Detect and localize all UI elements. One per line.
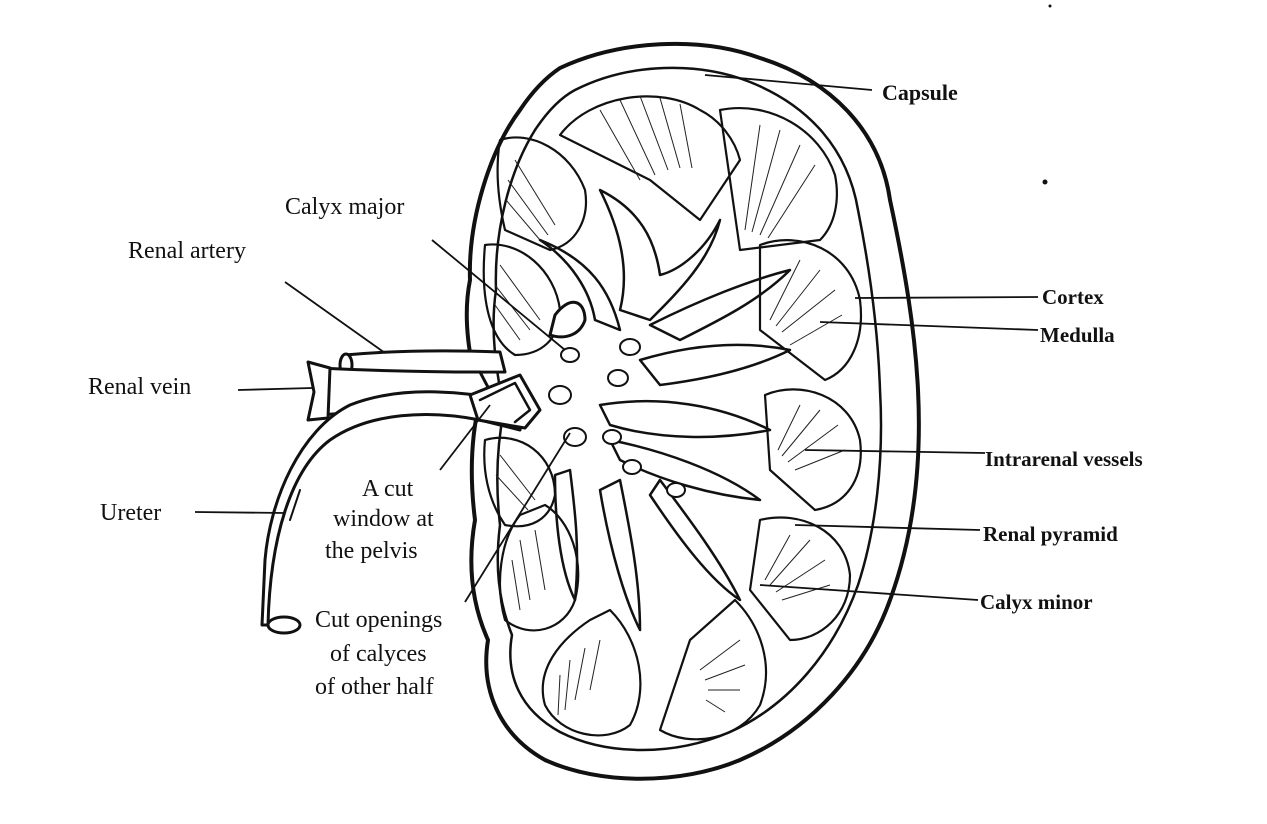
label-cut-openings-line2: of calyces — [330, 641, 427, 667]
label-capsule: Capsule — [882, 80, 958, 105]
renal-artery — [338, 349, 507, 378]
label-cortex: Cortex — [1042, 285, 1104, 309]
label-renal-pyramid: Renal pyramid — [983, 522, 1118, 546]
label-intrarenal-vessels: Intrarenal vessels — [985, 447, 1143, 471]
label-calyx-major: Calyx major — [285, 194, 404, 220]
label-cut-openings-line3: of other half — [315, 674, 434, 700]
scan-dot — [1048, 4, 1052, 8]
calyces — [538, 188, 792, 632]
pelvis-cut-window — [468, 301, 587, 430]
renal-pyramids — [482, 95, 862, 741]
label-ureter: Ureter — [100, 500, 161, 526]
kidney-cortex-outline — [492, 66, 883, 752]
label-cut-window-line1: A cut — [362, 476, 414, 502]
label-cut-window-line2: window at — [333, 506, 434, 532]
label-cut-openings-line1: Cut openings — [315, 607, 442, 633]
scan-dot — [1042, 179, 1048, 185]
medulla-striations — [494, 95, 846, 716]
kidney-capsule-outline — [464, 41, 921, 781]
label-renal-vein: Renal vein — [88, 374, 191, 400]
label-medulla: Medulla — [1040, 323, 1115, 347]
label-renal-artery: Renal artery — [128, 238, 246, 264]
label-cut-window-line3: the pelvis — [325, 538, 418, 564]
label-calyx-minor: Calyx minor — [980, 590, 1093, 614]
leader-lines — [194, 74, 1039, 603]
